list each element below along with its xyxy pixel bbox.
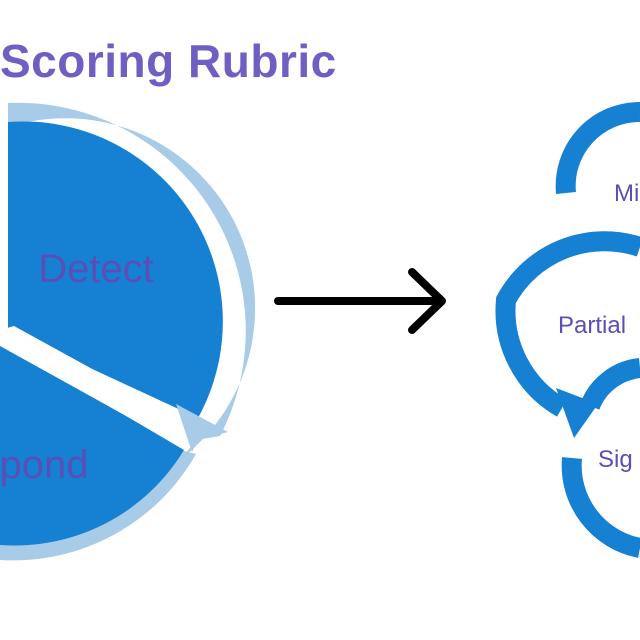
partial-arc <box>495 231 640 417</box>
level-label-minor: Mi <box>614 180 639 207</box>
transition-arrow-icon <box>274 268 446 334</box>
detect-label: Detect <box>38 247 154 291</box>
cycle-diagram: Detect pond <box>0 102 256 561</box>
level-label-significant: Sig <box>598 446 633 473</box>
slide-title: Scoring Rubric <box>0 35 337 87</box>
level-label-partial: Partial <box>558 312 626 339</box>
respond-label: pond <box>0 443 88 487</box>
wedge-separator <box>0 326 196 448</box>
respond-wedge <box>0 342 184 546</box>
levels-diagram: Mi Partial Sig <box>495 101 640 558</box>
significant-connector-arc <box>580 358 640 411</box>
minor-arc <box>555 101 640 194</box>
detect-wedge <box>8 121 223 419</box>
cycle-arrowhead <box>176 404 228 452</box>
significant-arc <box>561 457 640 558</box>
